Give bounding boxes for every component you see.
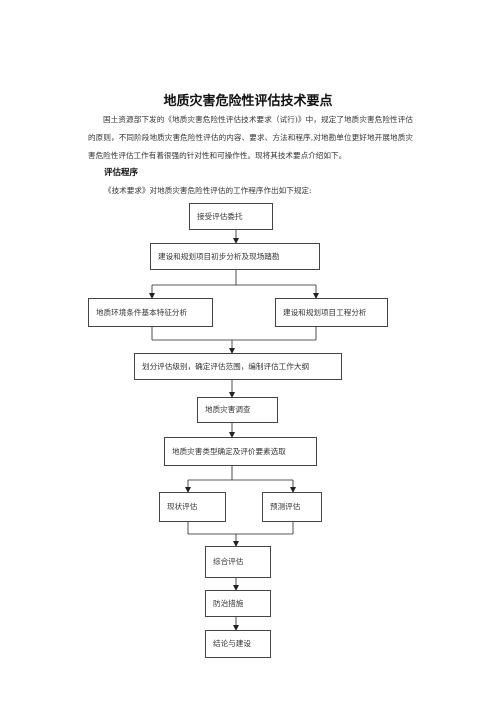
flow-box-measures: 防治措施 — [205, 590, 271, 617]
flow-box-forecast-eval: 预测评估 — [262, 492, 322, 522]
flow-box-grading: 划分评估级别，确定评估范围，编制评估工作大纲 — [134, 353, 342, 380]
flow-box-conclusion: 结论与建设 — [205, 630, 271, 658]
section-heading: 评估程序 — [104, 168, 139, 178]
flow-box-survey: 地质灾害调查 — [197, 397, 278, 423]
flow-box-env-analysis: 地质环境条件基本特征分析 — [88, 298, 213, 327]
flow-box-type-selection: 地质灾害类型确定及评价要素选取 — [164, 437, 317, 466]
intro-paragraph: 国土资源部下发的《地质灾害危险性评估技术要求（试行)》中，规定了地质灾害危险性评… — [88, 115, 413, 160]
flow-box-accept: 接受评估委托 — [189, 203, 273, 230]
flow-box-project-analysis: 建设和规划项目工程分析 — [275, 298, 388, 327]
flow-box-preliminary: 建设和规划项目初步分析及现场踏勘 — [150, 243, 320, 270]
page-title: 地质灾害危险性评估技术要点 — [163, 94, 333, 109]
flow-box-current-eval: 现状评估 — [159, 492, 226, 522]
flow-box-comprehensive: 综合评估 — [205, 546, 271, 578]
section-intro: 《技术要求》对地质灾害危险性评估的工作程序作出如下规定: — [104, 186, 312, 195]
